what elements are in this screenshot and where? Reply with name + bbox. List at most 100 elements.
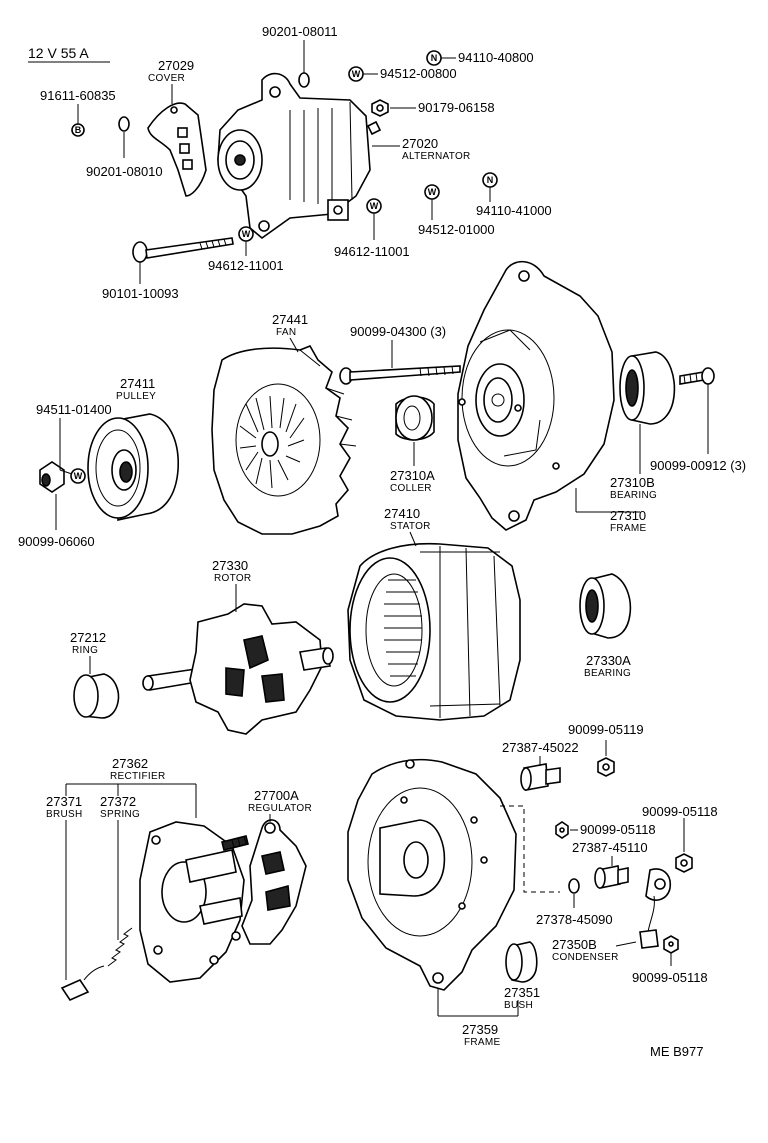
terminal-bolt-2: [594, 865, 629, 889]
label-27212-name: RING: [72, 645, 98, 656]
bolt-b-symbol: [71, 123, 85, 137]
drive-end-frame: [457, 260, 615, 531]
label-27351: 27351: [504, 985, 540, 1000]
label-27387-45022: 27387-45022: [502, 740, 579, 755]
label-27371: 27371: [46, 794, 82, 809]
pulley-part: [87, 413, 179, 521]
label-90099-04300: 90099-04300 (3): [350, 324, 446, 339]
washer-icon-3: [568, 878, 580, 894]
label-27330A: 27330A: [586, 653, 631, 668]
label-90179-06158: 90179-06158: [418, 100, 495, 115]
label-27330A-name: BEARING: [584, 668, 631, 679]
label-27411-name: PULLEY: [116, 391, 156, 402]
rotor-part: [142, 603, 334, 735]
b-symbol-text: B: [75, 125, 82, 135]
w-symbol-text-4: W: [242, 229, 251, 239]
label-27362-name: RECTIFIER: [110, 771, 165, 782]
small-screw: [679, 367, 715, 385]
label-27310A-name: COLLER: [390, 483, 432, 494]
n-symbol-text-2: N: [487, 175, 494, 185]
label-27700A: 27700A: [254, 788, 299, 803]
stator-part: [347, 542, 521, 721]
fan-part: [211, 344, 357, 535]
n-symbol-text-1: N: [431, 53, 438, 63]
label-94612-11001-right: 94612-11001: [334, 244, 410, 259]
label-90201-08011: 90201-08011: [262, 24, 338, 39]
label-27372: 27372: [100, 794, 136, 809]
regulator-part: [241, 819, 307, 945]
label-27310-name: FRAME: [610, 523, 647, 534]
ring-part: [73, 673, 120, 719]
washer-w-symbol-5: [70, 468, 86, 484]
label-27351-name: BUSH: [504, 1000, 533, 1011]
washer-icon: [118, 116, 130, 132]
long-bolt: [132, 237, 234, 263]
label-27029-name: COVER: [148, 73, 185, 84]
label-27330-name: ROTOR: [214, 573, 251, 584]
label-27441-name: FAN: [276, 327, 296, 338]
label-94512-00800: 94512-00800: [380, 66, 457, 81]
footer-code: ME B977: [650, 1044, 703, 1059]
label-27020-name: ALTERNATOR: [402, 151, 471, 162]
label-94512-01000: 94512-01000: [418, 222, 495, 237]
label-27362: 27362: [112, 756, 148, 771]
label-27310A: 27310A: [390, 468, 435, 483]
label-27371-name: BRUSH: [46, 809, 83, 820]
w-symbol-text-2: W: [428, 187, 437, 197]
label-90099-00912: 90099-00912 (3): [650, 458, 746, 473]
w-symbol-text-3: W: [370, 201, 379, 211]
label-27387-45110: 27387-45110: [572, 840, 648, 855]
rectifier-part: [139, 821, 249, 983]
w-symbol-text-1: W: [352, 69, 361, 79]
label-27212: 27212: [70, 630, 106, 645]
label-27410: 27410: [384, 506, 420, 521]
alternator-assembly: [217, 72, 382, 240]
label-27029: 27029: [158, 58, 194, 73]
label-27411: 27411: [120, 376, 155, 391]
label-91611-60835: 91611-60835: [40, 88, 116, 103]
washer-icon-2: [298, 72, 310, 88]
rear-frame: [347, 758, 517, 991]
bearing-27310b: [619, 351, 676, 425]
label-90099-06060: 90099-06060: [18, 534, 95, 549]
pulley-nut: [39, 461, 65, 493]
w-symbol-text-5: W: [74, 471, 83, 481]
label-27441: 27441: [272, 312, 308, 327]
label-94612-11001-left: 94612-11001: [208, 258, 284, 273]
label-27310: 27310: [610, 508, 646, 523]
cover-part: [147, 102, 207, 197]
through-bolt: [339, 365, 461, 385]
bearing-27330a: [579, 573, 632, 639]
label-90101-10093: 90101-10093: [102, 286, 179, 301]
label-27359-name: FRAME: [464, 1037, 501, 1048]
label-27378-45090: 27378-45090: [536, 912, 613, 927]
label-27350B-name: CONDENSER: [552, 952, 619, 963]
terminal-bolt-1: [520, 763, 561, 791]
spring-part: [107, 927, 133, 967]
label-90099-05118-mid: 90099-05118: [580, 822, 656, 837]
collar-part: [395, 395, 435, 441]
label-27020: 27020: [402, 136, 438, 151]
label-27372-name: SPRING: [100, 809, 140, 820]
condenser-part: [639, 868, 672, 949]
label-90099-05119: 90099-05119: [568, 722, 644, 737]
label-27330: 27330: [212, 558, 248, 573]
bush-part: [505, 941, 538, 983]
label-90099-05118-top: 90099-05118: [642, 804, 718, 819]
label-94110-40800: 94110-40800: [458, 50, 534, 65]
label-27310B-name: BEARING: [610, 490, 657, 501]
label-90099-05118-bottom: 90099-05118: [632, 970, 708, 985]
label-27350B: 27350B: [552, 937, 597, 952]
dashed-leader: [500, 805, 560, 893]
spec-label: 12 V 55 A: [28, 45, 89, 61]
label-90201-08010: 90201-08010: [86, 164, 163, 179]
label-94110-41000: 94110-41000: [476, 203, 552, 218]
label-27410-name: STATOR: [390, 521, 431, 532]
label-27359: 27359: [462, 1022, 498, 1037]
label-94511-01400: 94511-01400: [36, 402, 112, 417]
brush-part: [60, 965, 105, 1002]
label-27310B: 27310B: [610, 475, 655, 490]
label-27700A-name: REGULATOR: [248, 803, 312, 814]
